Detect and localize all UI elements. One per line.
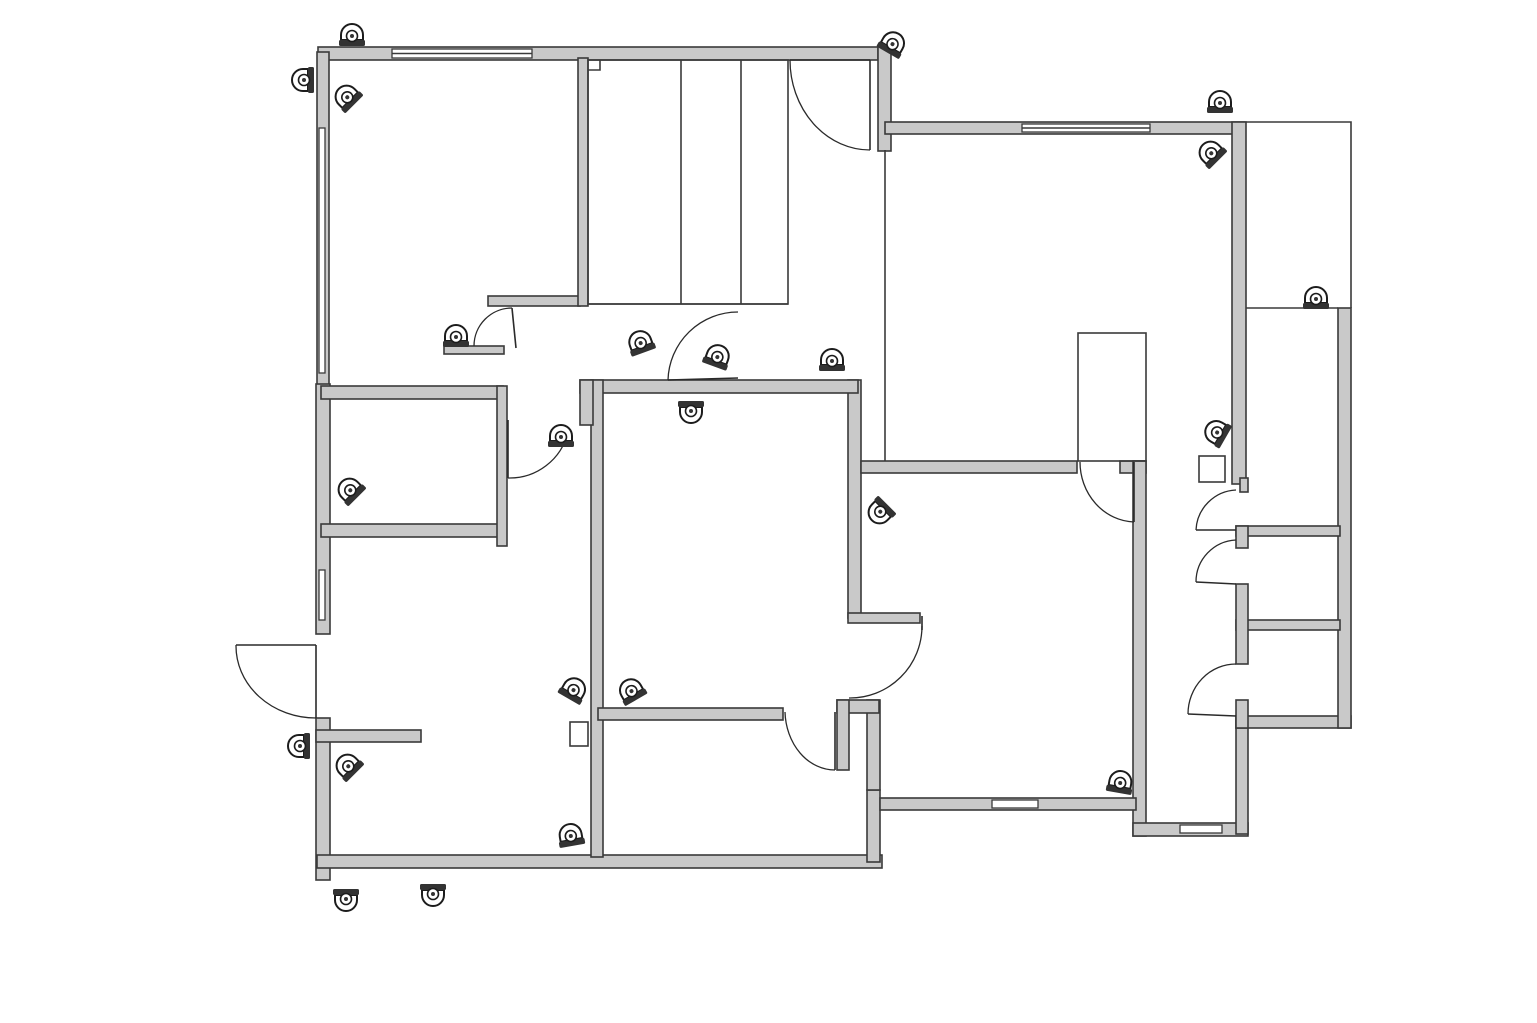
wall <box>1235 715 1352 729</box>
window <box>318 569 326 621</box>
cameras <box>287 23 1330 912</box>
wall <box>836 699 850 771</box>
wall <box>320 523 504 538</box>
wall <box>1235 525 1249 549</box>
wall <box>315 717 331 881</box>
security-camera-icon <box>338 23 366 47</box>
wall <box>315 729 422 743</box>
stair-outline <box>588 60 601 71</box>
wall <box>320 385 504 400</box>
wall <box>1231 121 1247 485</box>
fixture <box>1198 455 1226 483</box>
security-camera-icon <box>419 883 447 907</box>
wall <box>1235 619 1341 631</box>
security-camera-icon <box>1302 286 1330 310</box>
wall <box>597 707 784 721</box>
stair-run <box>587 59 789 305</box>
security-camera-icon <box>556 672 592 707</box>
wall <box>579 379 859 394</box>
wall <box>1337 307 1352 729</box>
wall <box>1132 460 1147 837</box>
security-camera-icon <box>329 747 366 784</box>
wall <box>1239 477 1249 493</box>
wall <box>496 385 508 547</box>
closet-outline <box>1077 332 1147 462</box>
walls <box>315 45 1352 881</box>
security-camera-icon <box>623 326 658 358</box>
wall <box>1235 525 1341 537</box>
security-camera-icon <box>677 400 705 424</box>
security-camera-icon <box>818 348 846 372</box>
wall <box>1235 699 1249 729</box>
wall <box>847 379 862 619</box>
window <box>318 127 326 374</box>
fixture <box>569 721 589 747</box>
wall <box>860 460 1078 474</box>
security-camera-icon <box>861 494 898 531</box>
security-camera-icon <box>331 471 368 508</box>
security-camera-icon <box>554 820 587 850</box>
wall <box>847 612 921 624</box>
wall <box>877 45 892 152</box>
wall <box>1235 583 1249 665</box>
security-camera-icon <box>1192 134 1229 171</box>
security-camera-icon <box>328 78 365 115</box>
wall <box>443 345 505 355</box>
window <box>991 799 1039 809</box>
wall <box>579 379 594 426</box>
wall <box>487 295 581 307</box>
security-camera-icon <box>287 732 311 760</box>
doors <box>235 59 1237 771</box>
security-camera-icon <box>700 340 735 372</box>
wall <box>590 379 604 858</box>
security-camera-icon <box>1104 767 1137 797</box>
annex-outline <box>1246 121 1352 308</box>
wall <box>866 789 881 863</box>
security-camera-icon <box>332 888 360 912</box>
windows <box>318 48 1223 834</box>
security-camera-icon <box>1206 90 1234 114</box>
security-camera-icon <box>613 673 649 708</box>
security-camera-icon <box>1199 414 1234 450</box>
window <box>1179 824 1223 834</box>
wall <box>1235 715 1249 835</box>
security-camera-icon <box>547 424 575 448</box>
security-camera-icon <box>291 66 315 94</box>
security-camera-icon <box>442 324 470 348</box>
wall <box>577 57 589 307</box>
